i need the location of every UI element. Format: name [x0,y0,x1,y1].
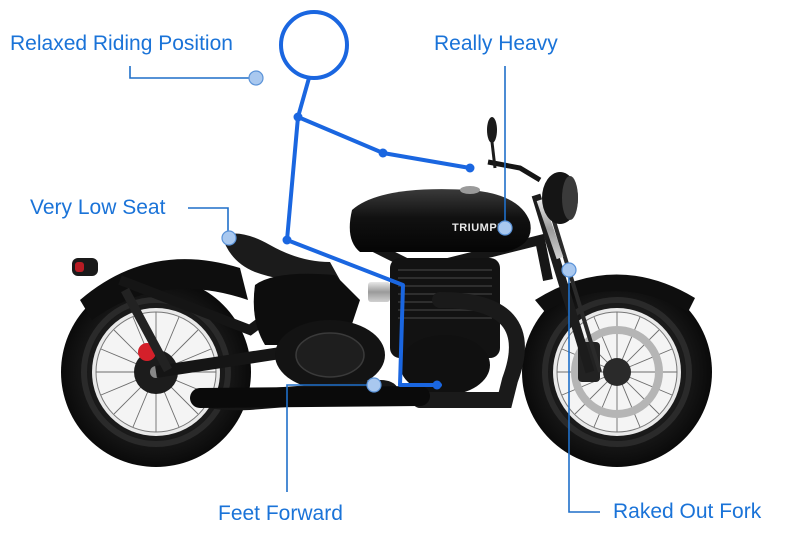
tank-badge: TRIUMPH [452,222,506,234]
label-feet-forward: Feet Forward [218,502,343,525]
label-very-low-seat: Very Low Seat [30,196,166,219]
callout-relaxed-riding-position-leader [129,66,264,86]
callout-feet-forward-leader [286,377,382,492]
motorcycle-illustration: TRIUMPH [61,117,712,467]
callout-very-low-seat-leader [188,207,237,246]
label-raked-out-fork: Raked Out Fork [613,500,762,523]
callout-raked-out-fork-leader [561,262,600,513]
label-really-heavy: Really Heavy [434,32,558,55]
rider-stick-figure [279,10,475,390]
label-relaxed-riding-position: Relaxed Riding Position [10,32,233,55]
callout-really-heavy-leader [497,66,513,236]
